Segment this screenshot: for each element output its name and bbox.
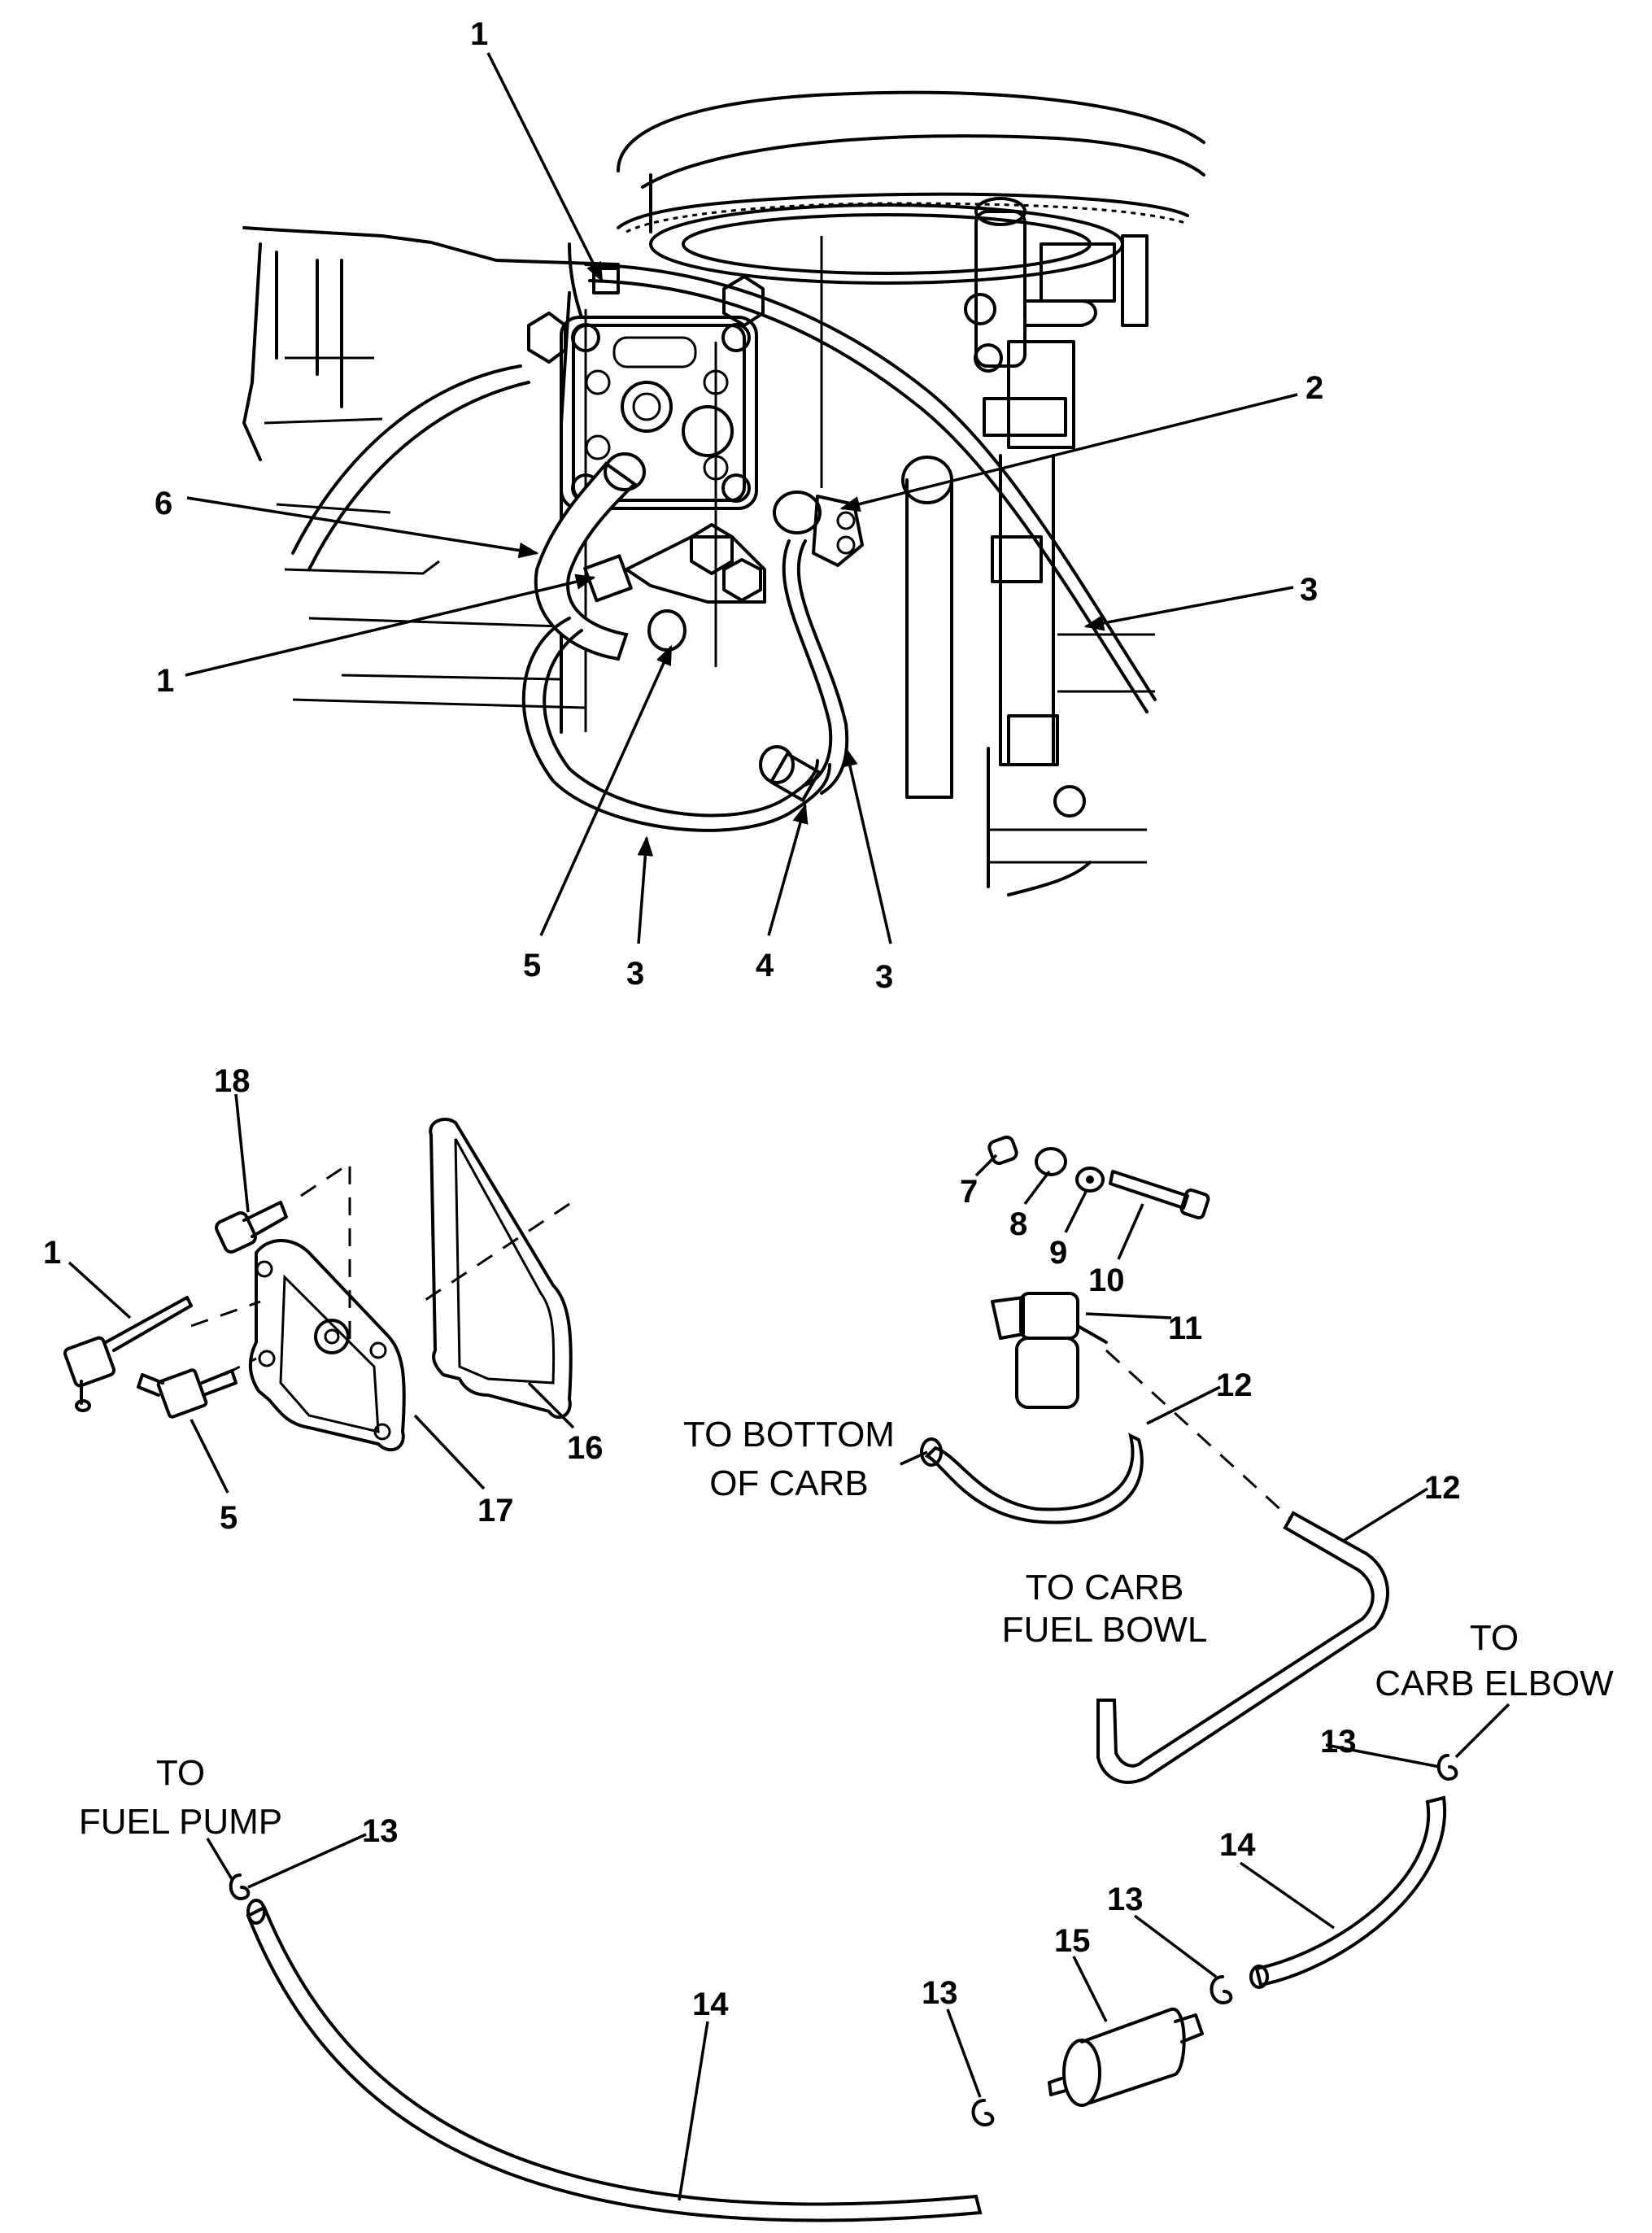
spacer-7-icon xyxy=(987,1135,1018,1166)
screw-18-icon xyxy=(215,1201,288,1254)
note-fuel-pump-line1: TO xyxy=(156,1753,205,1793)
fuel-line-14-long xyxy=(246,1905,983,2222)
gasket-16 xyxy=(429,1118,573,1420)
fuel-line-kit xyxy=(229,1754,1458,2222)
note-carb-elbow-line1: TO xyxy=(1470,1618,1519,1658)
fuel-pump-mounted xyxy=(527,242,765,510)
callout-11: 11 xyxy=(1168,1311,1202,1346)
callout-13-elbow: 13 xyxy=(1320,1724,1357,1760)
hose-12-long xyxy=(1096,1511,1389,1784)
callout-6: 6 xyxy=(155,486,172,521)
callout-4: 4 xyxy=(756,948,774,983)
fitting-1-icon xyxy=(63,1296,193,1412)
callout-13-pump: 13 xyxy=(362,1813,399,1849)
callout-1-left: 1 xyxy=(43,1235,61,1271)
fuel-pump-17-icon xyxy=(248,1239,406,1452)
note-carb-fuel-bowl-line1: TO CARB xyxy=(1026,1568,1184,1607)
callout-2: 2 xyxy=(1305,370,1323,406)
hose-12-short xyxy=(924,1433,1144,1524)
leader-lines xyxy=(68,52,1510,2201)
callout-1-top: 1 xyxy=(470,16,488,52)
note-carb-elbow-line2: CARB ELBOW xyxy=(1375,1664,1614,1703)
left-hoses xyxy=(291,364,530,571)
washer-9-icon xyxy=(1075,1167,1105,1193)
clamp-13-icon xyxy=(229,1754,1458,2126)
callout-13-filter-r: 13 xyxy=(1107,1882,1144,1917)
bracket xyxy=(625,523,766,604)
enrichener-exploded xyxy=(920,1135,1389,1784)
callout-15: 15 xyxy=(1054,1923,1091,1959)
note-bottom-of-carb-line1: TO BOTTOM xyxy=(683,1415,895,1455)
callout-13-filter-l: 13 xyxy=(922,1975,958,2011)
callout-12-b: 12 xyxy=(1424,1470,1461,1506)
callout-3-b: 3 xyxy=(875,959,893,995)
callout-1-mid: 1 xyxy=(156,663,174,699)
note-bottom-of-carb-line2: OF CARB xyxy=(709,1463,869,1503)
callout-16: 16 xyxy=(567,1430,604,1466)
callout-3-right: 3 xyxy=(1300,572,1318,608)
screw-10-icon xyxy=(1109,1170,1210,1220)
carb-linkage xyxy=(901,197,1155,896)
callout-8: 8 xyxy=(1009,1206,1027,1242)
callout-numbers: 1 2 6 3 1 5 3 4 3 18 7 8 9 10 11 1 12 16… xyxy=(43,16,1461,2022)
callout-5-top: 5 xyxy=(523,948,541,983)
elbow-5-icon xyxy=(137,1368,238,1419)
callout-3-a: 3 xyxy=(626,956,644,992)
engine-assembly-view xyxy=(242,90,1205,896)
note-carb-fuel-bowl-line2: FUEL BOWL xyxy=(1002,1610,1208,1650)
callout-17: 17 xyxy=(477,1493,514,1529)
callout-5-left: 5 xyxy=(220,1500,238,1536)
fuel-filter-15-icon xyxy=(1048,2007,1204,2107)
fuel-line-3-upper xyxy=(584,263,1157,713)
callout-10: 10 xyxy=(1088,1263,1125,1298)
note-fuel-pump-line2: FUEL PUMP xyxy=(79,1802,282,1842)
elbow-hose-6 xyxy=(534,452,687,661)
callout-9: 9 xyxy=(1049,1235,1067,1271)
grommet-8-icon xyxy=(1035,1147,1067,1176)
fuel-line-14-short xyxy=(1254,1795,1447,1987)
engine-block xyxy=(242,226,823,734)
callout-18: 18 xyxy=(214,1063,251,1099)
callout-12-a: 12 xyxy=(1216,1367,1253,1403)
enrichener-valve-11-icon xyxy=(991,1292,1108,1409)
callout-14-right: 14 xyxy=(1219,1827,1256,1863)
destination-notes: TO BOTTOM OF CARB TO CARB FUEL BOWL TO C… xyxy=(79,1415,1614,1842)
fuel-pump-exploded xyxy=(63,1118,573,1452)
callout-14-left: 14 xyxy=(692,1987,729,2022)
callout-7: 7 xyxy=(960,1174,978,1210)
